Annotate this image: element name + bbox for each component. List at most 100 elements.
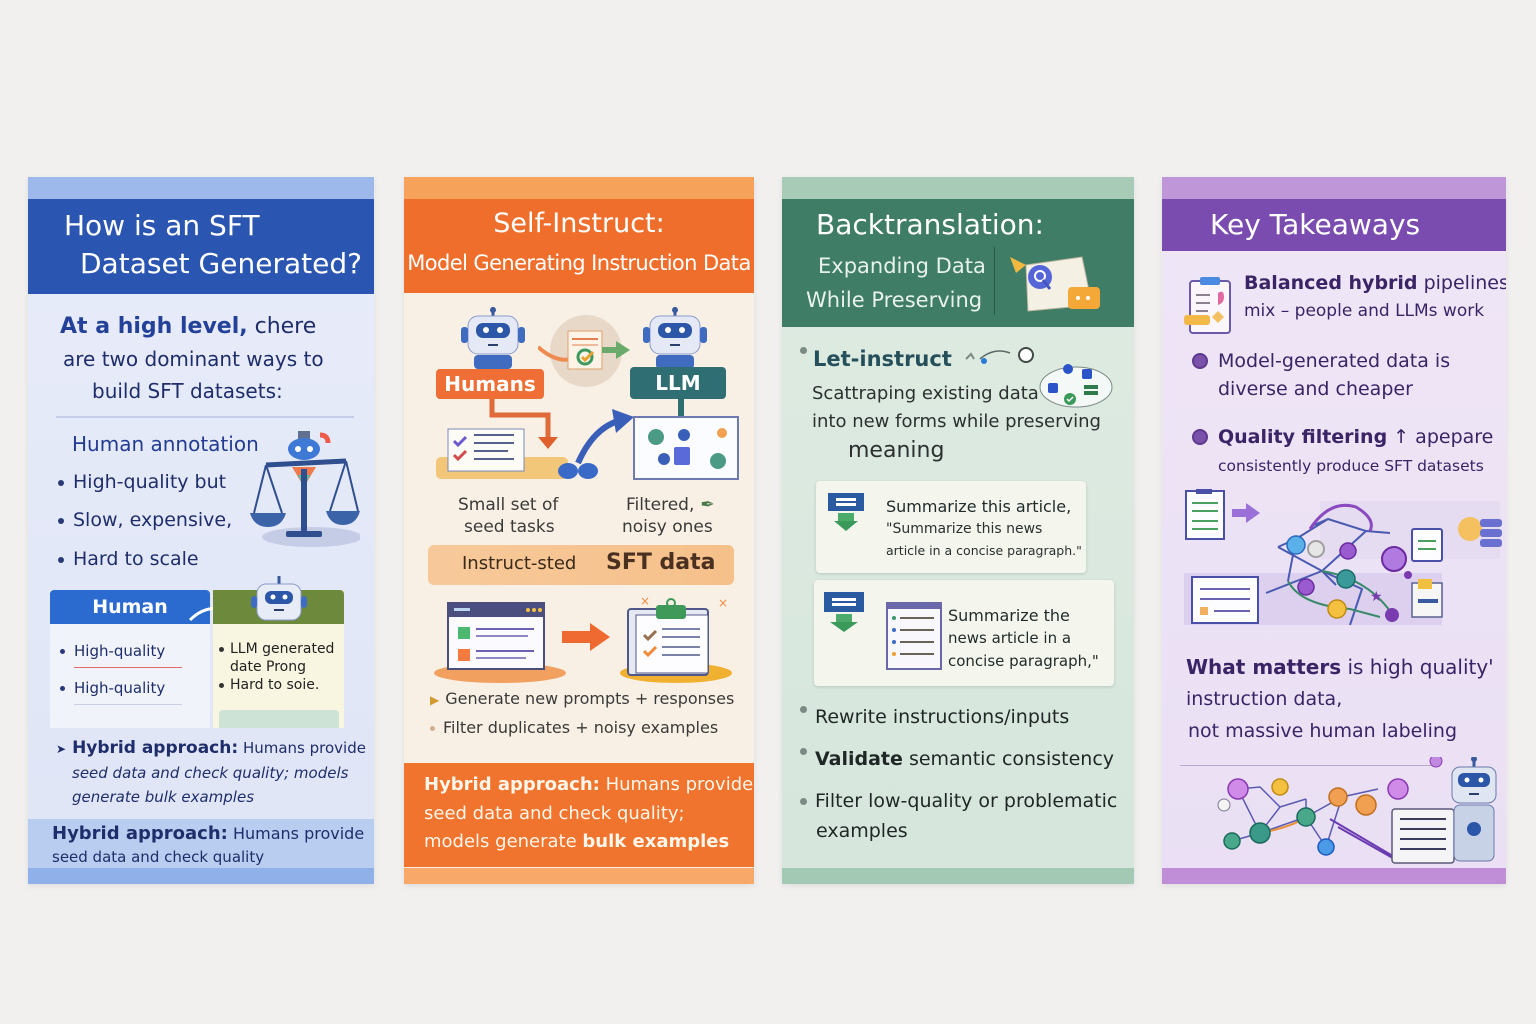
- bullet-icon: [58, 479, 64, 486]
- intro-line3: build SFT datasets:: [92, 379, 283, 403]
- intro-line1: At a high level, chere: [60, 314, 316, 339]
- checklist-cycle-icon: [538, 315, 630, 387]
- lead-line2: into new forms while preserving: [812, 411, 1101, 432]
- seed-caption-line2: seed tasks: [464, 517, 555, 537]
- document-list-icon: [886, 602, 942, 670]
- lead-line3: meaning: [848, 438, 945, 463]
- bullet-icon: [58, 517, 64, 524]
- hybrid-approach-line3: generate bulk examples: [72, 788, 255, 806]
- llm-column: LLM generated date Prong Hard to soie.: [213, 576, 344, 728]
- hybrid-approach-callout: Hybrid approach: Humans provide seed dat…: [404, 763, 754, 867]
- divider: [74, 704, 182, 705]
- panel-top-band: [782, 177, 1134, 199]
- robot-icon: [643, 307, 707, 369]
- arrow-bullet-icon: ➤: [56, 742, 67, 756]
- human-vs-llm-comparison: Human High-quality High-quality LLM gene…: [50, 576, 344, 728]
- panel-top-band: [28, 177, 374, 199]
- panel-title-line2: Expanding Data: [818, 254, 986, 278]
- bullet-item-continued: examples: [816, 820, 908, 842]
- card2-line3: concise paragraph,": [948, 652, 1099, 670]
- hybrid-line3: models generate bulk examples: [424, 831, 730, 852]
- panel-bottom-band: [404, 868, 754, 884]
- svg-text:×: ×: [640, 595, 650, 608]
- subheading-human-annotation: Human annotation: [72, 432, 259, 456]
- bullet-icon: [800, 706, 807, 713]
- intro-line2: are two dominant ways to: [63, 347, 324, 371]
- clipboard-icon: [1184, 277, 1231, 334]
- robot-network-illustration: [1217, 757, 1497, 864]
- takeaway-3-line1: Quality filtering ↑ apepare: [1192, 426, 1493, 448]
- closing-line2: instruction data,: [1186, 688, 1343, 710]
- llm-item: Hard to soie.: [219, 677, 319, 693]
- panel-bottom-band: [782, 868, 1134, 884]
- intro-emphasis: At a high level,: [60, 314, 248, 339]
- panel-title-line3: While Preserving: [806, 288, 983, 312]
- divider: [994, 247, 995, 315]
- sft-band-right: SFT data: [606, 550, 716, 575]
- hybrid-approach-line2: seed data and check quality; models: [72, 764, 349, 782]
- decorative-tab: [219, 710, 339, 728]
- panel-title-line2: Dataset Generated?: [80, 247, 362, 280]
- bullet-icon: [800, 347, 807, 354]
- divider: [1180, 765, 1436, 766]
- hybrid-line1: Hybrid approach: Humans provide: [424, 774, 754, 795]
- card2-line2: news article in a: [948, 629, 1072, 647]
- svg-text:★: ★: [1370, 589, 1383, 605]
- sft-data-band: Instruct-sted SFT data: [428, 545, 734, 585]
- panel-header: Key Takeaways: [1162, 199, 1506, 251]
- llm-item: LLM generated: [219, 641, 334, 657]
- panel-self-instruct: Self-Instruct: Model Generating Instruct…: [404, 177, 754, 884]
- panel-title-line2: Model Generating Instruction Data: [407, 251, 751, 275]
- takeaway-2-line1: Model-generated data is: [1192, 350, 1450, 372]
- bullet-item: Hard to scale: [58, 548, 199, 570]
- card2-line1: Summarize the: [948, 606, 1070, 625]
- panel-title-line1: How is an SFT: [64, 209, 260, 242]
- takeaway-2-line2: diverse and cheaper: [1218, 378, 1413, 400]
- bullet-icon: [800, 798, 807, 805]
- balance-scale-icon: [250, 431, 360, 547]
- panel-bottom-band: [28, 868, 374, 884]
- card1-line1: Summarize this article,: [886, 497, 1072, 516]
- divider: [74, 667, 182, 668]
- bullet-item: Validate semantic consistency: [800, 748, 1114, 770]
- robot-icon: [461, 307, 525, 369]
- bullet-item: Filter low-quality or problematic: [800, 790, 1117, 812]
- closing-line1: What matters is high quality': [1186, 655, 1494, 679]
- bullet-item: Slow, expensive,: [58, 509, 232, 531]
- bullet-icon: [430, 726, 435, 731]
- triangle-bullet-icon: ▶: [430, 693, 440, 707]
- panel-top-band: [404, 177, 754, 199]
- robot-icon: [251, 576, 307, 621]
- bullet-icon: [800, 748, 807, 755]
- panel-title: Key Takeaways: [1210, 208, 1421, 241]
- panel-bottom-band: [1162, 868, 1506, 884]
- sft-band-left: Instruct-sted: [462, 553, 577, 574]
- filtered-caption-line1: Filtered,✒: [626, 495, 715, 515]
- llm-tag: LLM: [630, 367, 726, 399]
- panel-top-band: [1162, 177, 1506, 199]
- footer-line1: Hybrid approach: Humans provide: [52, 823, 365, 844]
- generate-to-checklist-illustration: × ×: [434, 595, 732, 683]
- bullet-item: High-quality but: [58, 471, 226, 493]
- llm-item-continued: date Prong: [230, 659, 306, 675]
- bullet-icon: [1192, 353, 1208, 369]
- panel-header: Self-Instruct: Model Generating Instruct…: [404, 199, 754, 293]
- lead-line1: Scattraping existing data: [812, 383, 1039, 404]
- card1-line2: "Summarize this news: [886, 521, 1043, 537]
- human-item: High-quality: [60, 679, 165, 697]
- intro-rest: chere: [247, 314, 317, 339]
- bullet-item: ▶Generate new prompts + responses: [430, 689, 735, 708]
- hybrid-approach-line1: ➤Hybrid approach: Humans provide: [56, 738, 366, 758]
- convert-arrow-icon: [828, 493, 864, 531]
- divider: [56, 416, 354, 418]
- human-column-header: Human: [50, 590, 210, 624]
- filtered-caption-line2: noisy ones: [622, 517, 713, 537]
- panel-title-line1: Self-Instruct:: [493, 208, 665, 239]
- convert-arrow-icon: [824, 592, 864, 632]
- hybrid-line2: seed data and check quality;: [424, 803, 685, 824]
- pencil-icon: ✒: [700, 495, 715, 515]
- card1-line3: article in a concise paragraph.": [886, 543, 1082, 558]
- footer-callout: Hybrid approach: Humans provide seed dat…: [28, 819, 374, 868]
- takeaway-1-line1: Balanced hybrid pipelines: [1244, 272, 1506, 294]
- closing-line3: not massive human labeling: [1188, 720, 1458, 742]
